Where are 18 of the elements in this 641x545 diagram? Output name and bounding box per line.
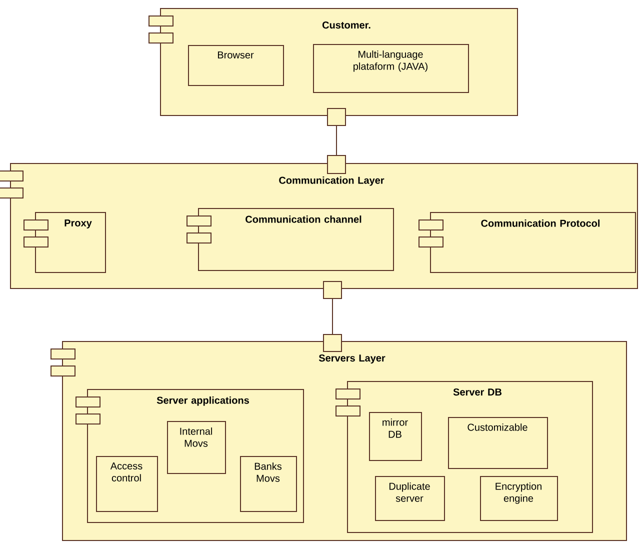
component-box: Multi-language plataform (JAVA) bbox=[313, 44, 469, 93]
connector-line bbox=[336, 126, 337, 156]
component-box: Communication Protocol bbox=[418, 212, 636, 273]
component-box: Banks Movs bbox=[240, 456, 297, 512]
port-box bbox=[327, 108, 346, 126]
component-box: Browser bbox=[188, 45, 284, 86]
component-box: Duplicate server bbox=[375, 476, 445, 521]
port-box bbox=[323, 281, 342, 299]
component-box: Customizable bbox=[448, 417, 548, 469]
component-box: Internal Movs bbox=[167, 421, 226, 474]
component-box: Access control bbox=[96, 456, 158, 512]
component-box: Communication channel bbox=[186, 208, 394, 271]
connector-line bbox=[332, 298, 333, 334]
component-box: mirror DB bbox=[369, 412, 422, 461]
component-box: Encryption engine bbox=[480, 476, 558, 521]
port-box bbox=[323, 334, 342, 352]
component-box: Proxy bbox=[24, 212, 106, 273]
port-box bbox=[327, 155, 346, 174]
